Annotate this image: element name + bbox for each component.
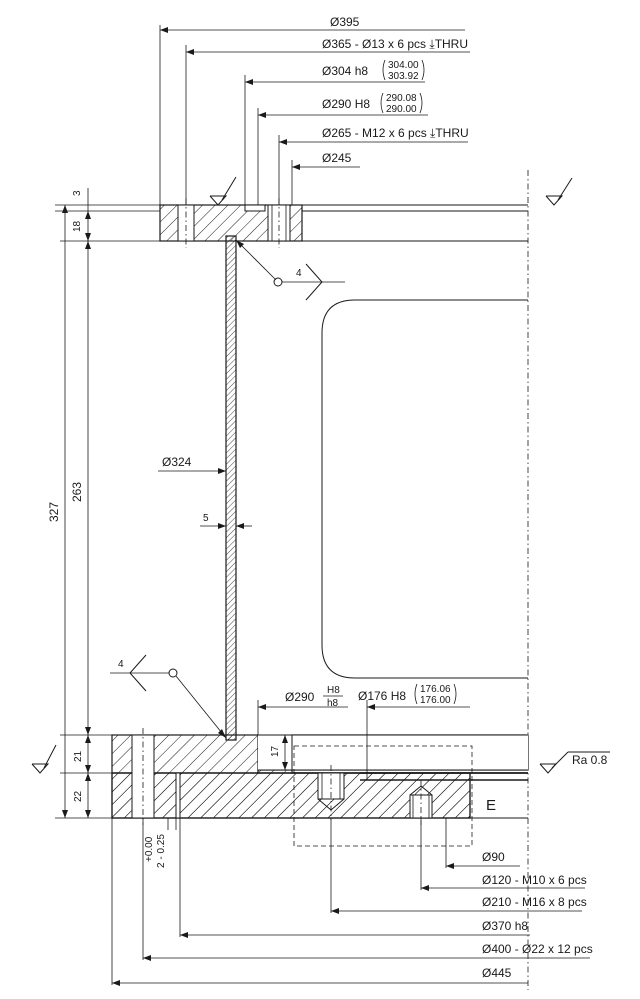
dim-d290-top: Ø290 H8 — [322, 97, 370, 111]
dim-d176-lower: 176.00 — [420, 695, 451, 706]
tube-window — [321, 299, 528, 679]
dim-d176-upper: 176.06 — [420, 684, 451, 695]
vertical-dims: 3 18 327 263 21 22 17 — [47, 188, 288, 819]
dim-17: 17 — [270, 745, 281, 757]
dim-d245: Ø245 — [322, 151, 352, 165]
dim-327: 327 — [47, 502, 61, 522]
dim-d176: Ø176 H8 — [358, 689, 406, 703]
dim-d304-upper: 304.00 — [388, 60, 419, 71]
dim-d304-lower: 303.92 — [388, 71, 419, 82]
dim-d445: Ø445 — [482, 966, 512, 980]
dim-3: 3 — [72, 190, 83, 196]
dim-22: 22 — [73, 790, 84, 802]
tolerance-lower: 2 - 0.25 — [156, 834, 167, 868]
dim-d290-fit-hole: H8 — [327, 685, 340, 696]
dim-d290-lower: 290.00 — [386, 104, 417, 115]
weld-top: 4 — [235, 239, 345, 301]
tolerance-callout: +0.00 2 - 0.25 — [144, 818, 177, 868]
dim-d210: Ø210 - M16 x 8 pcs — [482, 895, 587, 909]
dim-18: 18 — [72, 220, 83, 232]
top-diameter-dims: Ø395 Ø365 - Ø13 x 6 pcs ⤓THRU Ø304 h8 30… — [159, 15, 470, 205]
dim-d290-fit-shaft: h8 — [327, 698, 339, 709]
dim-d290-upper: 290.08 — [386, 93, 417, 104]
tube-dims: Ø324 5 — [158, 455, 252, 529]
bottom-fit-dims: Ø290 H8 h8 Ø176 H8 176.06 176.00 — [257, 683, 470, 780]
dim-d365: Ø365 - Ø13 x 6 pcs ⤓THRU — [322, 37, 468, 51]
dim-d400: Ø400 - Ø22 x 12 pcs — [482, 942, 593, 956]
tolerance-upper: +0.00 — [144, 836, 155, 862]
top-flange — [159, 198, 528, 248]
bottom-flange — [111, 728, 529, 847]
tube-wall — [225, 235, 237, 741]
dim-263: 263 — [70, 482, 84, 502]
surface-symbol-left — [31, 744, 57, 774]
dim-21: 21 — [73, 750, 84, 762]
dim-d395: Ø395 — [330, 15, 360, 29]
bottom-diameter-dims: Ø90 Ø120 - M10 x 6 pcs Ø210 - M16 x 8 pc… — [111, 818, 593, 986]
roughness-ra-label: Ra 0.8 — [572, 753, 608, 767]
dim-d120: Ø120 - M10 x 6 pcs — [482, 873, 587, 887]
surface-roughness-ra: Ra 0.8 — [539, 751, 610, 774]
dim-d90: Ø90 — [482, 850, 505, 864]
dim-d265: Ø265 - M12 x 6 pcs ⤓THRU — [322, 126, 469, 140]
dim-d290-bottom: Ø290 — [285, 690, 315, 704]
detail-label-e: E — [486, 797, 496, 814]
dim-d304: Ø304 h8 — [322, 64, 368, 78]
dim-d324: Ø324 — [162, 455, 192, 469]
weld-bottom-size: 4 — [118, 659, 124, 670]
surface-symbol-top — [209, 176, 237, 206]
dim-d370: Ø370 h8 — [482, 919, 528, 933]
weld-bottom: 4 — [110, 654, 227, 739]
dim-wall-5: 5 — [203, 513, 209, 524]
surface-symbol-right — [545, 177, 573, 206]
weld-top-size: 4 — [296, 268, 302, 279]
